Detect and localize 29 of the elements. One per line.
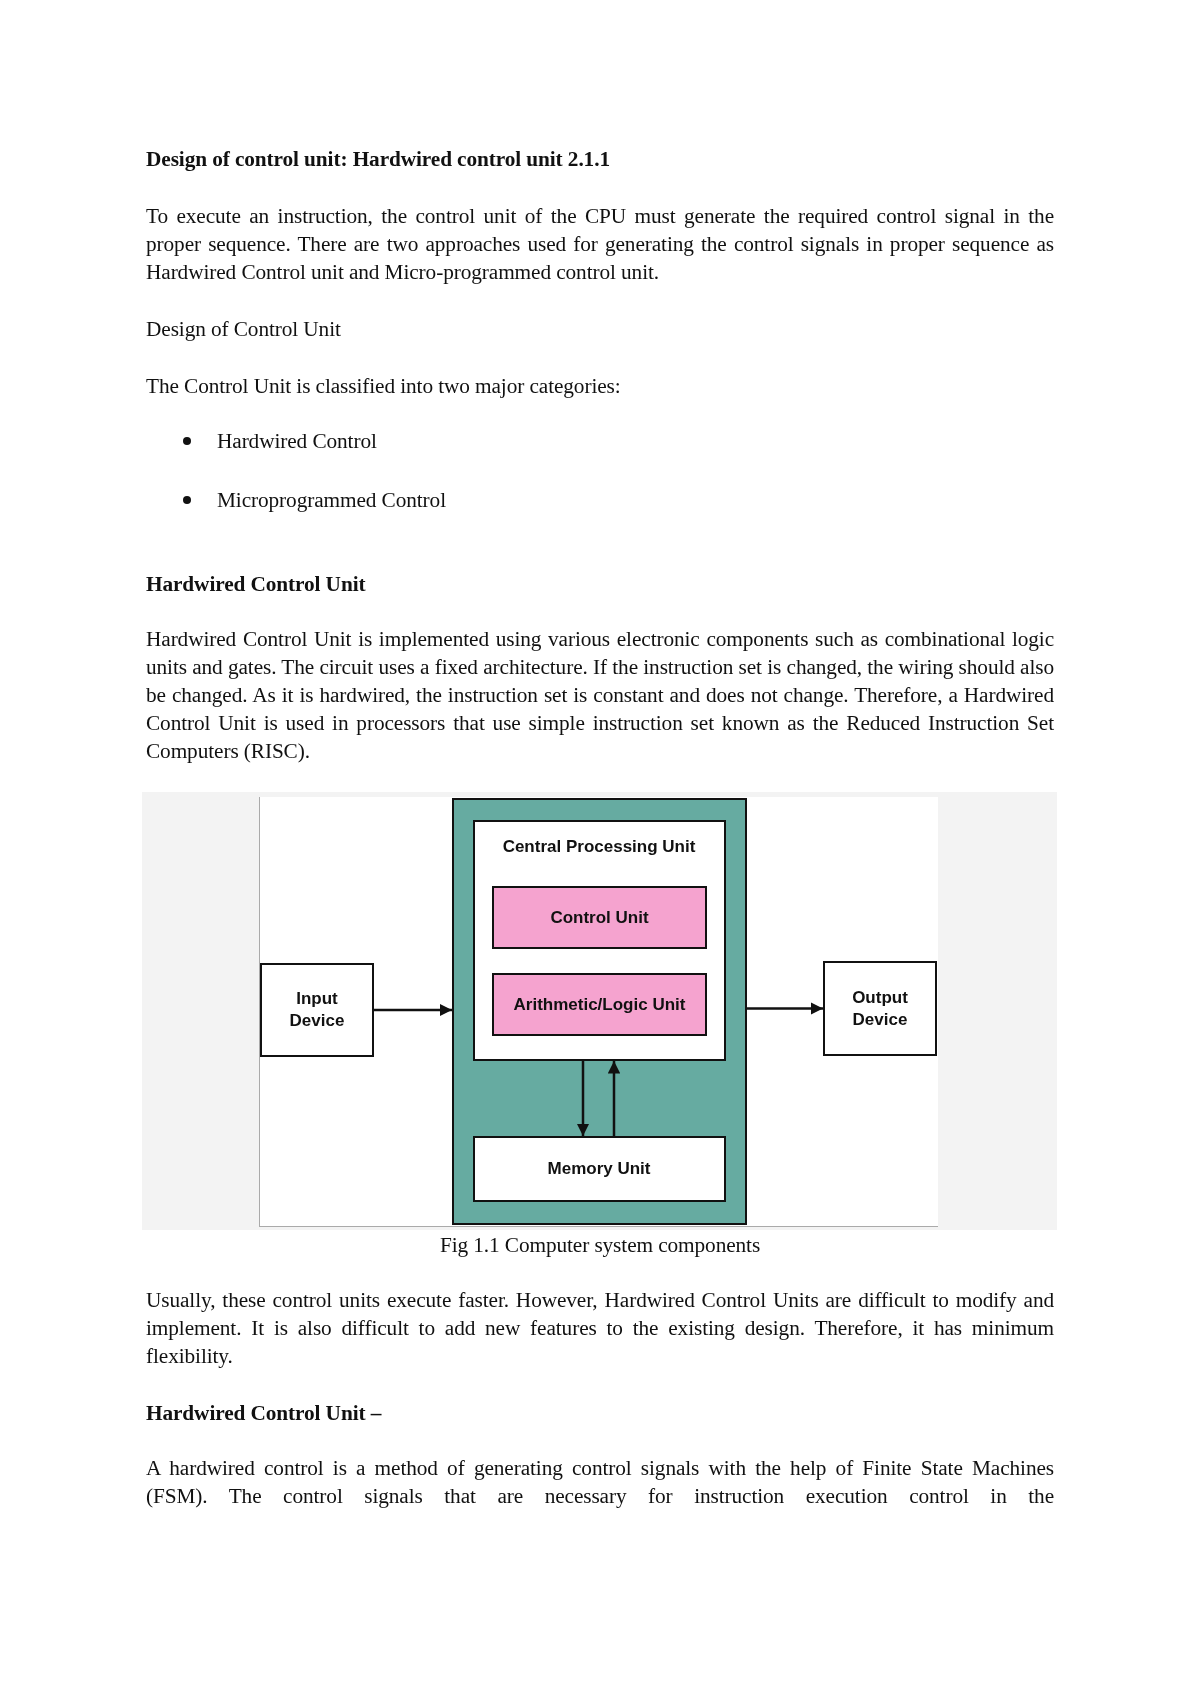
paragraph: A hardwired control is a method of generating control signals with the help of Finite State Machines (FSM). The control signals that are necessary for instruction execution control in the	[146, 1455, 1054, 1510]
paragraph: Hardwired Control Unit is implemented using various electronic components such as combinational logic units and gates. The circuit uses a fixed architecture. If the instruction set is changed, the wiring should also be changed. As it is hardwired, the instruction set is constant and does not change. Therefore, a Hardwired Control Unit is used in processors that use simple instruction set known as the Reduced Instruction Set Computers (RISC).	[146, 626, 1054, 765]
paragraph: Design of Control Unit	[146, 316, 342, 343]
node-label: Input Device	[288, 988, 346, 1032]
heading: Hardwired Control Unit –	[146, 1400, 383, 1427]
device-box	[260, 963, 374, 1057]
heading: Design of control unit: Hardwired control unit 2.1.1	[146, 146, 611, 173]
figure-caption: Fig 1.1 Computer system components	[438, 1232, 762, 1259]
heading: Hardwired Control Unit	[146, 571, 367, 598]
system-box	[452, 798, 747, 1225]
list-item: Hardwired Control	[217, 428, 378, 455]
unit-box	[472, 1135, 726, 1202]
unit-box	[492, 886, 707, 949]
arrow	[607, 1061, 621, 1136]
arrow	[747, 1002, 823, 1015]
node-label: Memory Unit	[546, 1157, 652, 1180]
paragraph: The Control Unit is classified into two major categories:	[146, 373, 622, 400]
arrow	[374, 1003, 452, 1017]
paragraph: To execute an instruction, the control unit of the CPU must generate the required control signal in the proper sequence. There are two approaches used for generating the control signals in proper sequence as Hardwired Control unit and Micro-programmed control unit.	[146, 203, 1054, 286]
node-label: Arithmetic/Logic Unit	[512, 993, 687, 1016]
node-label: Central Processing Unit	[501, 835, 697, 858]
device-box	[823, 961, 937, 1056]
node-label: Output Device	[851, 986, 909, 1031]
arrow	[576, 1061, 590, 1136]
node-label: Control Unit	[549, 906, 650, 929]
paragraph: Usually, these control units execute faster. However, Hardwired Control Units are difficult to modify and implement. It is also difficult to add new features to the existing design. Therefore, it has minimum flexibility.	[146, 1287, 1054, 1370]
unit-box	[492, 973, 707, 1036]
processor-box	[472, 819, 726, 1061]
list-item: Microprogrammed Control	[217, 487, 447, 514]
